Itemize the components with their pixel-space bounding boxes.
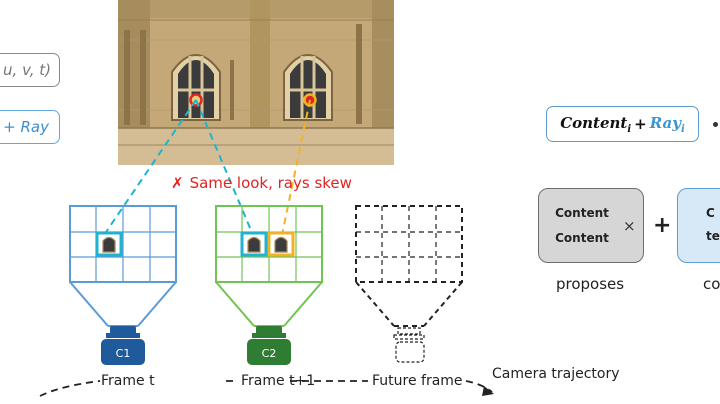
skew-annotation: ✗ Same look, rays skew — [171, 174, 352, 192]
ray-pill: + Ray — [0, 110, 60, 144]
times-icon: × — [623, 217, 636, 235]
caption-proposes: proposes — [556, 275, 625, 293]
caption-right-truncated: co — [703, 275, 720, 293]
ray-line-c2-yellow — [281, 99, 311, 236]
camera-c1 — [69, 205, 177, 327]
content-content-card: Content Content × — [538, 188, 644, 263]
camera-future — [355, 205, 463, 363]
trajectory-label: Camera trajectory — [492, 366, 620, 382]
card-line-2: Content — [555, 231, 609, 245]
badge-c1: C1 — [116, 347, 131, 360]
coordinate-pill: u, v, t) — [0, 53, 60, 87]
formula-plus: + — [634, 115, 647, 133]
caption-frame-t1: Frame t+1 — [241, 373, 316, 389]
badge-c2: C2 — [262, 347, 277, 360]
ray-line-c2 — [195, 99, 254, 236]
camera-c2 — [215, 205, 323, 327]
trajectory-path — [39, 380, 493, 397]
building-photo — [118, 0, 394, 165]
bullet-dot — [713, 122, 718, 127]
formula-content: Contenti — [560, 113, 632, 135]
trajectory-arrowhead — [482, 386, 494, 396]
content-ray-formula: Contenti + Rayi — [546, 106, 699, 142]
camera-body-c1 — [101, 326, 145, 365]
ray-line-c1 — [103, 99, 197, 236]
blue-card-line-2: te — [706, 229, 720, 243]
caption-future-frame: Future frame — [372, 373, 463, 389]
blue-card-line-1: C — [706, 206, 715, 220]
caption-frame-t: Frame t — [101, 373, 155, 389]
skew-text: Same look, rays skew — [189, 174, 352, 192]
camera-body-c2 — [247, 326, 291, 365]
cross-icon: ✗ — [171, 174, 184, 192]
card-line-1: Content — [555, 206, 609, 220]
formula-ray: Rayi — [649, 113, 685, 135]
content-ray-card: C te — [677, 188, 720, 263]
plus-sign: + — [653, 213, 672, 238]
